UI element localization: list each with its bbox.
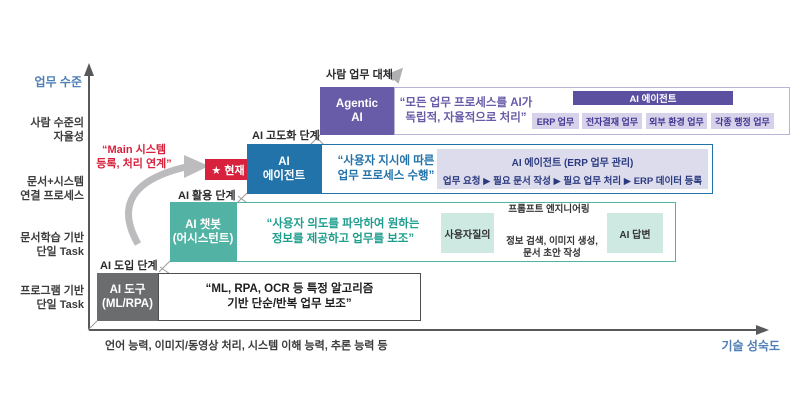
tick-line: 단일 Task	[36, 245, 84, 258]
x-axis-arrow-icon	[756, 325, 769, 335]
tick-line: 단일 Task	[36, 298, 84, 311]
desc-line: 정보를 제공하고 업무를 보조”	[271, 233, 415, 245]
desc-line: “ML, RPA, OCR 등 특정 알고리즘	[205, 283, 374, 295]
box-line: AI 도구	[109, 284, 146, 296]
stage-box-agentic-ai: Agentic AI	[320, 87, 394, 135]
y-axis	[84, 63, 94, 330]
tick-line: 자율성	[53, 130, 84, 143]
tick-line: 사람 수준의	[30, 117, 84, 129]
y-axis-title: 업무 수준	[34, 75, 83, 89]
replace-arrow-icon	[387, 67, 404, 84]
box-line: AI	[351, 112, 363, 124]
agent-tree-child-external: 외부 환경 업무	[646, 113, 707, 129]
flow-label-return: 정보 검색, 이미지 생성, 문서 초안 작성	[487, 236, 617, 259]
stage-desc-utilize: “사용자 의도를 파악하여 원하는 정보를 제공하고 업무를 보조”	[248, 210, 438, 254]
desc-line: 기반 단순/반복 업무 보조”	[227, 298, 352, 310]
y-tick-doc-learning-task: 문서학습 기반 단일 Task	[0, 232, 84, 259]
y-tick-program-task: 프로그램 기반 단일 Task	[0, 285, 84, 312]
desc-line: “사용자 지시에 따른	[337, 155, 435, 167]
y-tick-doc-system-process: 문서+시스템 연결 프로세스	[0, 176, 84, 203]
x-axis	[89, 325, 769, 335]
flow-box-ai-answer: AI 답변	[607, 213, 663, 253]
stage-box-ai-tools: AI 도구 (ML/RPA)	[97, 273, 158, 321]
box-line: AI 챗봇	[185, 219, 221, 231]
box-line: (어시스턴트)	[172, 233, 234, 245]
desc-line: 업무 프로세스 수행”	[337, 170, 435, 182]
tick-line: 연결 프로세스	[20, 189, 84, 202]
desc-line: “모든 업무 프로세스를 AI가	[399, 97, 533, 109]
box-line: Agentic	[335, 98, 379, 110]
current-badge: ★ 현재	[205, 159, 251, 180]
erp-agent-panel: AI 에이전트 (ERP 업무 관리) 업무 요청 ▶ 필요 문서 작성 ▶ 필…	[437, 149, 708, 189]
stage-desc-adopt: “ML, RPA, OCR 등 특정 알고리즘 기반 단순/반복 업무 보조”	[158, 273, 421, 321]
agent-tree-root: AI 에이전트	[573, 91, 733, 105]
agent-tree-child-admin: 각종 행정 업무	[711, 113, 774, 129]
flow-label-line: 정보 검색, 이미지 생성,	[506, 236, 598, 247]
stage-label-utilize: AI 활용 단계	[178, 190, 236, 202]
stage-box-ai-agent: AI 에이전트	[247, 144, 321, 194]
tick-line: 문서+시스템	[26, 176, 84, 188]
main-system-note: “Main 시스템 등록, 처리 연계”	[88, 143, 180, 171]
stage-desc-advance: “사용자 지시에 따른 업무 프로세스 수행”	[326, 150, 446, 188]
tick-line: 프로그램 기반	[20, 285, 84, 297]
x-axis-caption: 언어 능력, 이미지/동영상 처리, 시스템 이해 능력, 추론 능력 등	[105, 340, 388, 352]
y-tick-human-autonomy: 사람 수준의 자율성	[0, 117, 84, 144]
x-axis-title: 기술 성숙도	[721, 339, 780, 353]
erp-agent-panel-flow: 업무 요청 ▶ 필요 문서 작성 ▶ 필요 업무 처리 ▶ ERP 데이터 등록	[442, 176, 703, 187]
note-line: 등록, 처리 연계”	[96, 158, 172, 170]
agent-tree-child-erp: ERP 업무	[532, 113, 579, 129]
flow-label-line: 문서 초안 작성	[523, 247, 581, 259]
box-line: AI	[278, 156, 290, 168]
flow-label-prompt-engineering: 프롬프트 엔지니어링	[508, 204, 590, 215]
stage-label-agentic: 사람 업무 대체	[326, 69, 393, 81]
y-axis-arrow-icon	[84, 63, 94, 76]
stage-label-adopt: AI 도입 단계	[100, 260, 158, 272]
box-line: 에이전트	[262, 170, 306, 182]
desc-line: “사용자 의도를 파악하여 원하는	[266, 218, 420, 230]
box-line: (ML/RPA)	[102, 298, 153, 310]
note-line: “Main 시스템	[102, 144, 166, 156]
tick-line: 문서학습 기반	[20, 232, 84, 244]
desc-line: 독립적, 자율적으로 처리”	[405, 112, 527, 124]
stage-label-advance: AI 고도화 단계	[252, 130, 320, 142]
curved-arrow-icon	[125, 155, 209, 246]
stage-desc-agentic: “모든 업무 프로세스를 AI가 독립적, 자율적으로 처리”	[398, 93, 534, 129]
agent-tree-child-approval: 전자결재 업무	[582, 113, 642, 129]
flow-box-user-query: 사용자질의	[441, 213, 494, 253]
stage-box-ai-chatbot: AI 챗봇 (어시스턴트)	[170, 202, 236, 262]
erp-agent-panel-title: AI 에이전트 (ERP 업무 관리)	[511, 158, 634, 169]
step-connectors	[87, 134, 325, 331]
